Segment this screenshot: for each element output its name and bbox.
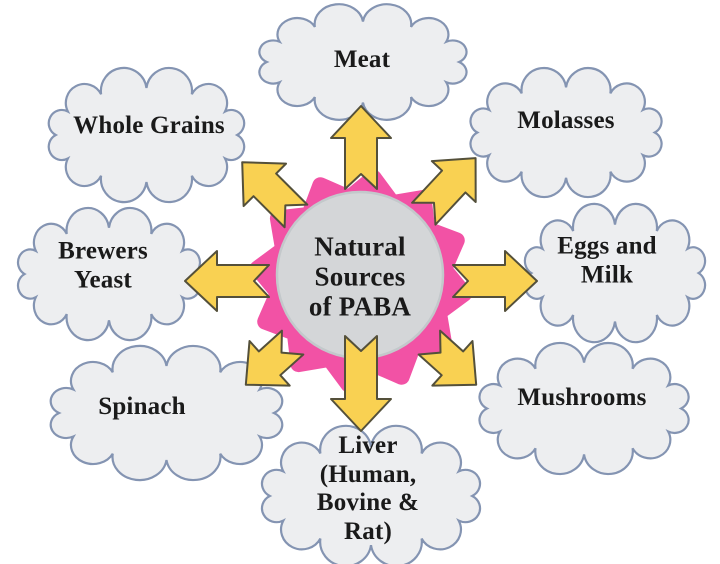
arrow-down [330, 335, 392, 432]
arrow-right [452, 250, 538, 312]
arrow-down-right [417, 329, 478, 387]
arrow-up [330, 105, 392, 190]
cloud-whole-grains [47, 66, 246, 204]
cloud-eggs-and-milk [523, 202, 707, 344]
arrow-up-right [411, 157, 477, 226]
arrow-down-left [244, 329, 305, 387]
cloud-brewers-yeast [16, 206, 202, 342]
cloud-molasses [469, 66, 663, 199]
arrows [184, 105, 538, 432]
arrow-left [184, 250, 270, 312]
center-circle [275, 190, 445, 360]
cloud-liver [260, 424, 482, 564]
cloud-meat [258, 3, 468, 121]
arrow-up-left [241, 161, 309, 229]
cloud-mushrooms [478, 341, 690, 476]
